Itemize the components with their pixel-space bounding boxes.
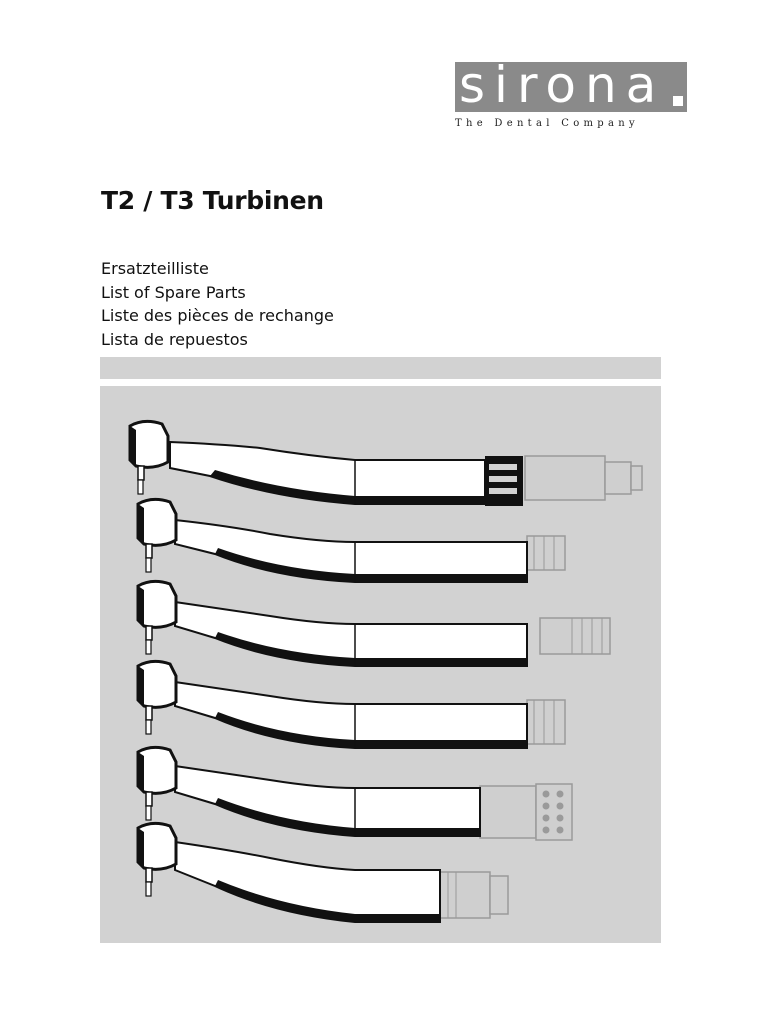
- logo-box: [455, 62, 687, 112]
- handpiece-6: [136, 821, 509, 923]
- subtitle-de: Ersatzteilliste: [101, 259, 209, 278]
- logo-dot: [673, 96, 683, 106]
- handpiece-3: [136, 579, 611, 667]
- logo-tagline: The Dental Company: [455, 118, 639, 129]
- subtitle-es: Lista de repuestos: [101, 329, 248, 349]
- sirona-logo: sirona The Dental Company: [455, 56, 687, 134]
- logo-word: sirona: [459, 56, 666, 114]
- subtitle-en: List of Spare Parts: [101, 282, 246, 302]
- handpiece-1: [128, 419, 643, 506]
- subtitle-fr: Liste des pièces de rechange: [101, 306, 334, 325]
- handpiece-4: [136, 659, 566, 749]
- divider-band: [100, 357, 661, 379]
- document-title: T2 / T3 Turbinen: [101, 186, 324, 215]
- handpiece-5: [136, 745, 573, 841]
- handpiece-illustrations: [128, 419, 643, 923]
- handpiece-illustration-panel: [100, 386, 661, 943]
- handpiece-2: [136, 497, 566, 583]
- subtitle-list: Ersatzteilliste List of Spare Parts List…: [101, 257, 334, 351]
